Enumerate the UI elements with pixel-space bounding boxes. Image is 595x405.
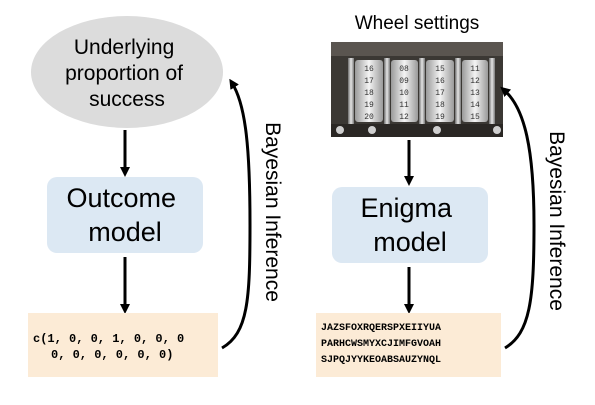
svg-text:Enigma model: Enigma model [360, 193, 459, 257]
wheel-4-number-1: 11 [470, 65, 480, 74]
svg-text:Outcome model: Outcome model [66, 183, 183, 247]
bayesian-inference-label-right: Bayesian Inference [545, 131, 568, 311]
right-column: Wheel settings 16 17 18 19 20 [316, 13, 568, 377]
wheel-3-number-4: 18 [435, 101, 445, 110]
svg-text:Underlying proportion of: Underlying proportion of success [65, 36, 189, 111]
wheel-2-number-3: 10 [399, 89, 409, 98]
wheel-3-number-5: 19 [435, 113, 445, 122]
outcome-model-box [47, 177, 203, 253]
enigma-model-line-1: Enigma [360, 193, 453, 223]
bayesian-arc-left [221, 78, 252, 350]
wheel-2-number-1: 08 [399, 65, 409, 74]
binary-data-box [28, 313, 218, 377]
binary-data-line-2: 0, 0, 0, 0, 0, 0) [51, 348, 173, 362]
svg-text:JAZSFOXRQERSPXEIIYUA PAR: JAZSFOXRQERSPXEIIYUA PARHCWSMYXCJIMFGVOA… [321, 323, 447, 366]
ciphertext-line-2: PARHCWSMYXCJIMFGVOAH [321, 339, 441, 350]
wheel-4-number-2: 12 [470, 77, 480, 86]
ellipse-line-1: Underlying [74, 36, 174, 59]
wheel-1-number-4: 19 [364, 101, 374, 110]
outcome-model-line-2: model [88, 217, 162, 247]
wheel-3-number-1: 15 [435, 65, 445, 74]
bayesian-arc-right [500, 86, 536, 350]
outcome-model-line-1: Outcome [66, 183, 176, 213]
underlying-proportion-node [31, 16, 223, 128]
svg-text:c(1, 0, 0, 1, 0, 0, 0 0,: c(1, 0, 0, 1, 0, 0, 0 0, 0, 0, 0, 0, 0) [33, 332, 191, 362]
wheel-3-number-2: 16 [435, 77, 445, 86]
wheel-3-number-3: 17 [435, 89, 445, 98]
wheel-4-number-3: 13 [470, 89, 480, 98]
wheel-1-number-5: 20 [364, 113, 374, 122]
wheel-4-number-4: 14 [470, 101, 480, 110]
wheel-1-number-1: 16 [364, 65, 374, 74]
enigma-model-box [332, 187, 488, 263]
enigma-wheels-photo: 16 17 18 19 20 08 09 10 11 12 15 16 17 1… [331, 42, 503, 137]
enigma-model-line-2: model [373, 227, 447, 257]
binary-data-line-1: c(1, 0, 0, 1, 0, 0, 0 [33, 332, 184, 346]
left-column: Underlying proportion of success Outcome… [28, 16, 284, 377]
wheel-1-number-2: 17 [364, 77, 374, 86]
bayesian-inference-label-left: Bayesian Inference [261, 122, 284, 302]
wheel-4-number-5: 15 [470, 113, 480, 122]
wheel-2-number-4: 11 [399, 101, 409, 110]
wheel-settings-title: Wheel settings [355, 13, 480, 34]
ciphertext-line-1: JAZSFOXRQERSPXEIIYUA [321, 323, 441, 334]
wheel-2-number-2: 09 [399, 77, 409, 86]
ciphertext-box [316, 313, 501, 377]
ellipse-line-2: proportion of [65, 62, 183, 85]
ellipse-line-3: success [89, 88, 165, 111]
wheel-1-number-3: 18 [364, 89, 374, 98]
wheel-2-number-5: 12 [399, 113, 409, 122]
ciphertext-line-3: SJPQJYYKEOABSAUZYNQL [321, 355, 441, 366]
